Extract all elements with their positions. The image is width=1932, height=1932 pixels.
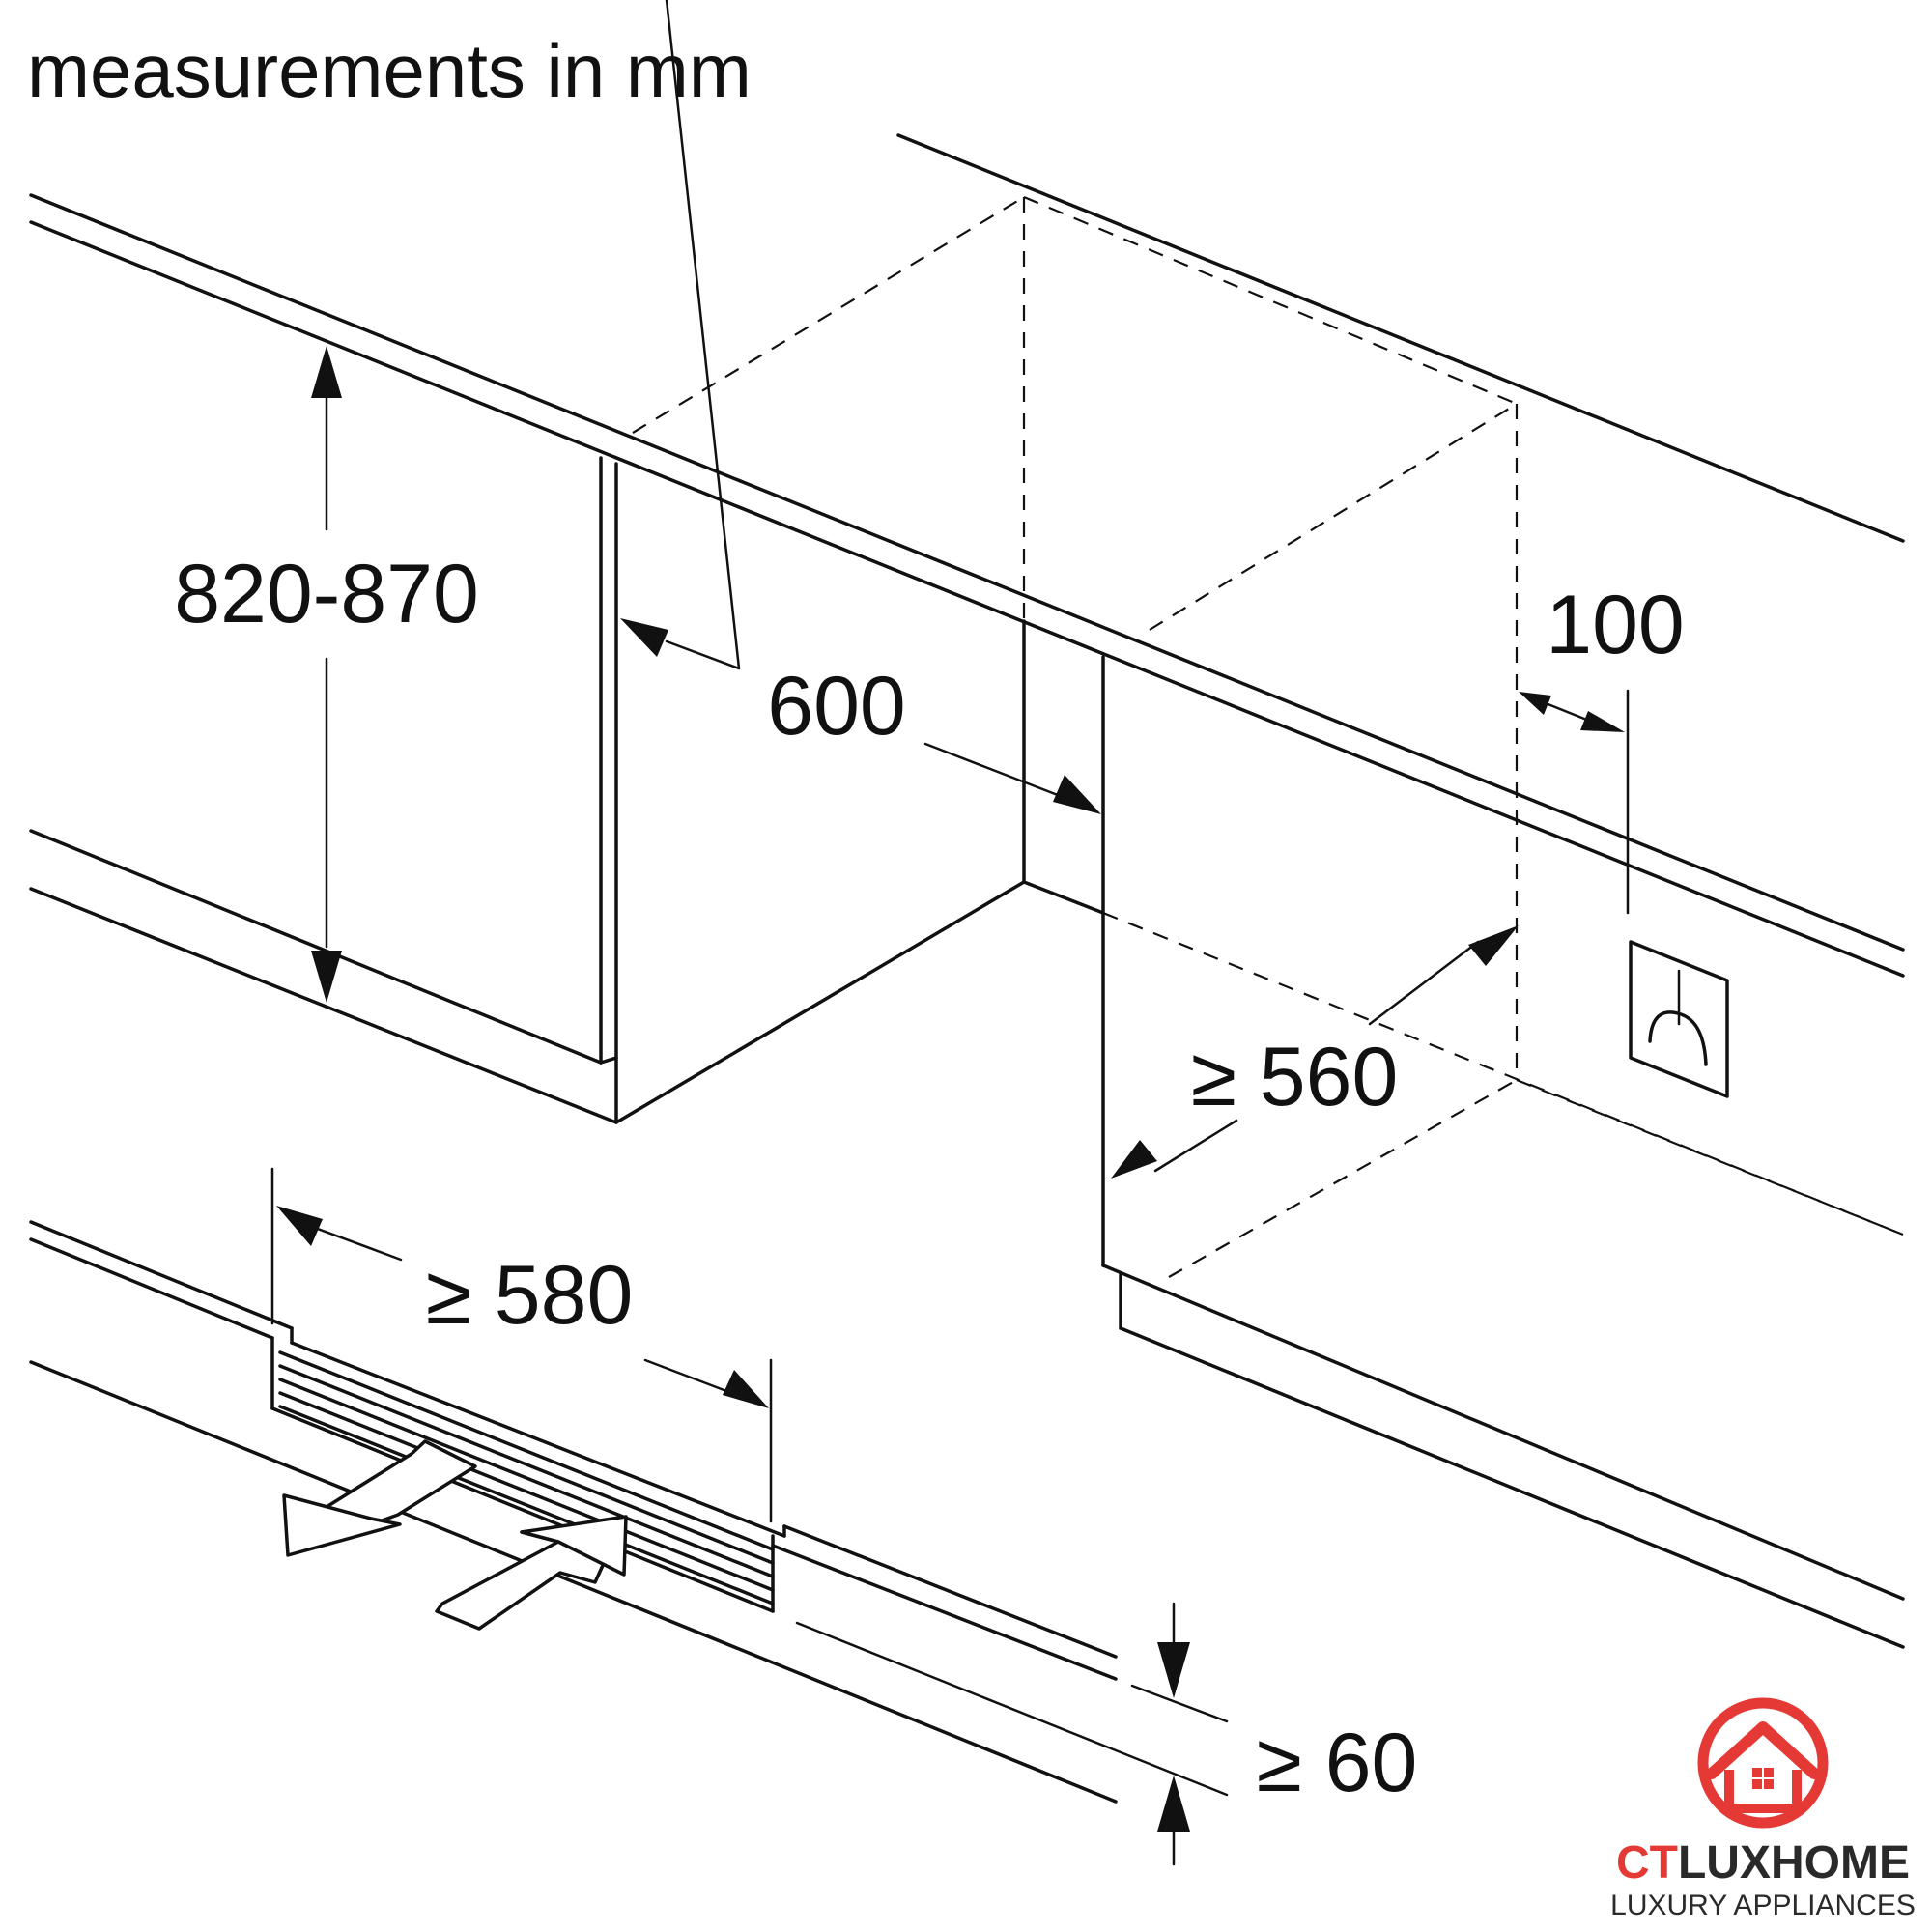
house-logo-icon [1697,1697,1829,1829]
right-cabinet [1101,655,1905,1649]
depth-label: 600 [767,660,906,753]
ventilation-grille [278,1350,775,1605]
offset-arrow-right [1580,711,1625,732]
brand-logo: CTLUXHOME LUXURY APPLIANCES [1610,1697,1916,1921]
niche-depth-dimension: ≥ 560 [1111,925,1519,1179]
wall-offset-label: 100 [1546,579,1685,671]
depth-arrow-right [1053,775,1101,814]
plinth [29,1220,1229,1804]
height-label: 820-870 [174,548,479,640]
plinth-height-label: ≥ 60 [1257,1717,1418,1809]
wall-offset-dimension: 100 [1519,579,1685,915]
brand-tagline: LUXURY APPLIANCES [1610,1889,1916,1921]
plinth-height-arrow-top [1157,1642,1190,1698]
depth-arrow-left [620,618,668,657]
brand-name: CTLUXHOME [1616,1837,1910,1889]
niche-outline [632,195,1904,1278]
height-arrow-top [311,346,342,398]
niche-width-label: ≥ 580 [426,1249,634,1342]
niche-width-arrow-left [276,1206,323,1246]
plinth-height-dimension: ≥ 60 [1157,1602,1418,1866]
height-dimension: 820-870 [174,346,479,1003]
offset-arrow-left [1519,692,1551,715]
worktop [29,133,1905,978]
page-title: measurements in mm [27,28,752,113]
niche-width-dimension: ≥ 580 [270,1167,773,1523]
airflow-in-arrow-icon [435,1515,628,1631]
plinth-height-arrow-bottom [1157,1776,1190,1832]
niche-depth-label: ≥ 560 [1191,1031,1399,1123]
power-socket-icon [1629,940,1729,1098]
height-arrow-bottom [311,951,342,1003]
depth-dimension: 600 [620,0,1101,814]
niche-depth-arrow-bottom [1111,1140,1157,1179]
niche-depth-arrow-top [1468,925,1519,966]
left-cabinet [29,456,1105,1124]
airflow-out-arrow-icon [282,1439,477,1557]
niche-width-arrow-right [723,1370,769,1408]
